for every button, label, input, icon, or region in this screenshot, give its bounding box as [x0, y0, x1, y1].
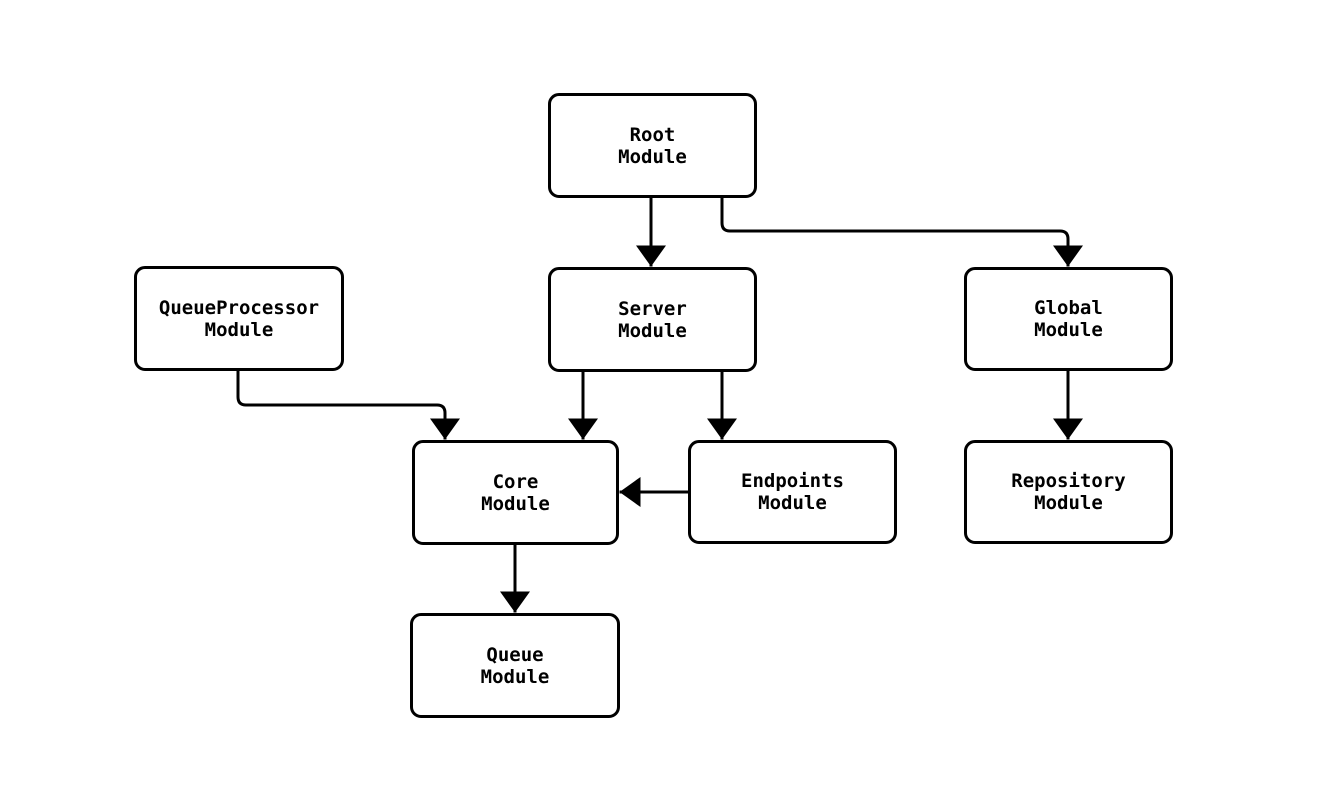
- node-label-endpoints: Endpoints Module: [741, 470, 844, 514]
- node-label-queue: Queue Module: [480, 643, 550, 688]
- node-queue: Queue Module: [410, 613, 620, 718]
- edges-group: [236, 196, 1083, 613]
- node-label-global: Global Module: [1034, 297, 1103, 341]
- node-label-queueprocessor: QueueProcessor Module: [158, 296, 320, 341]
- node-label-root: Root Module: [618, 123, 687, 168]
- node-global: Global Module: [964, 267, 1173, 371]
- node-label-core: Core Module: [481, 470, 550, 515]
- edge-root-to-global: [720, 196, 1083, 267]
- node-core: Core Module: [412, 440, 619, 545]
- node-repository: Repository Module: [964, 440, 1173, 544]
- node-root: Root Module: [548, 93, 757, 198]
- node-endpoints: Endpoints Module: [688, 440, 897, 544]
- edge-queueprocessor-to-core: [236, 369, 460, 440]
- node-label-server: Server Module: [618, 297, 687, 342]
- node-queueprocessor: QueueProcessor Module: [134, 266, 344, 371]
- node-label-repository: Repository Module: [1011, 470, 1126, 514]
- node-server: Server Module: [548, 267, 757, 372]
